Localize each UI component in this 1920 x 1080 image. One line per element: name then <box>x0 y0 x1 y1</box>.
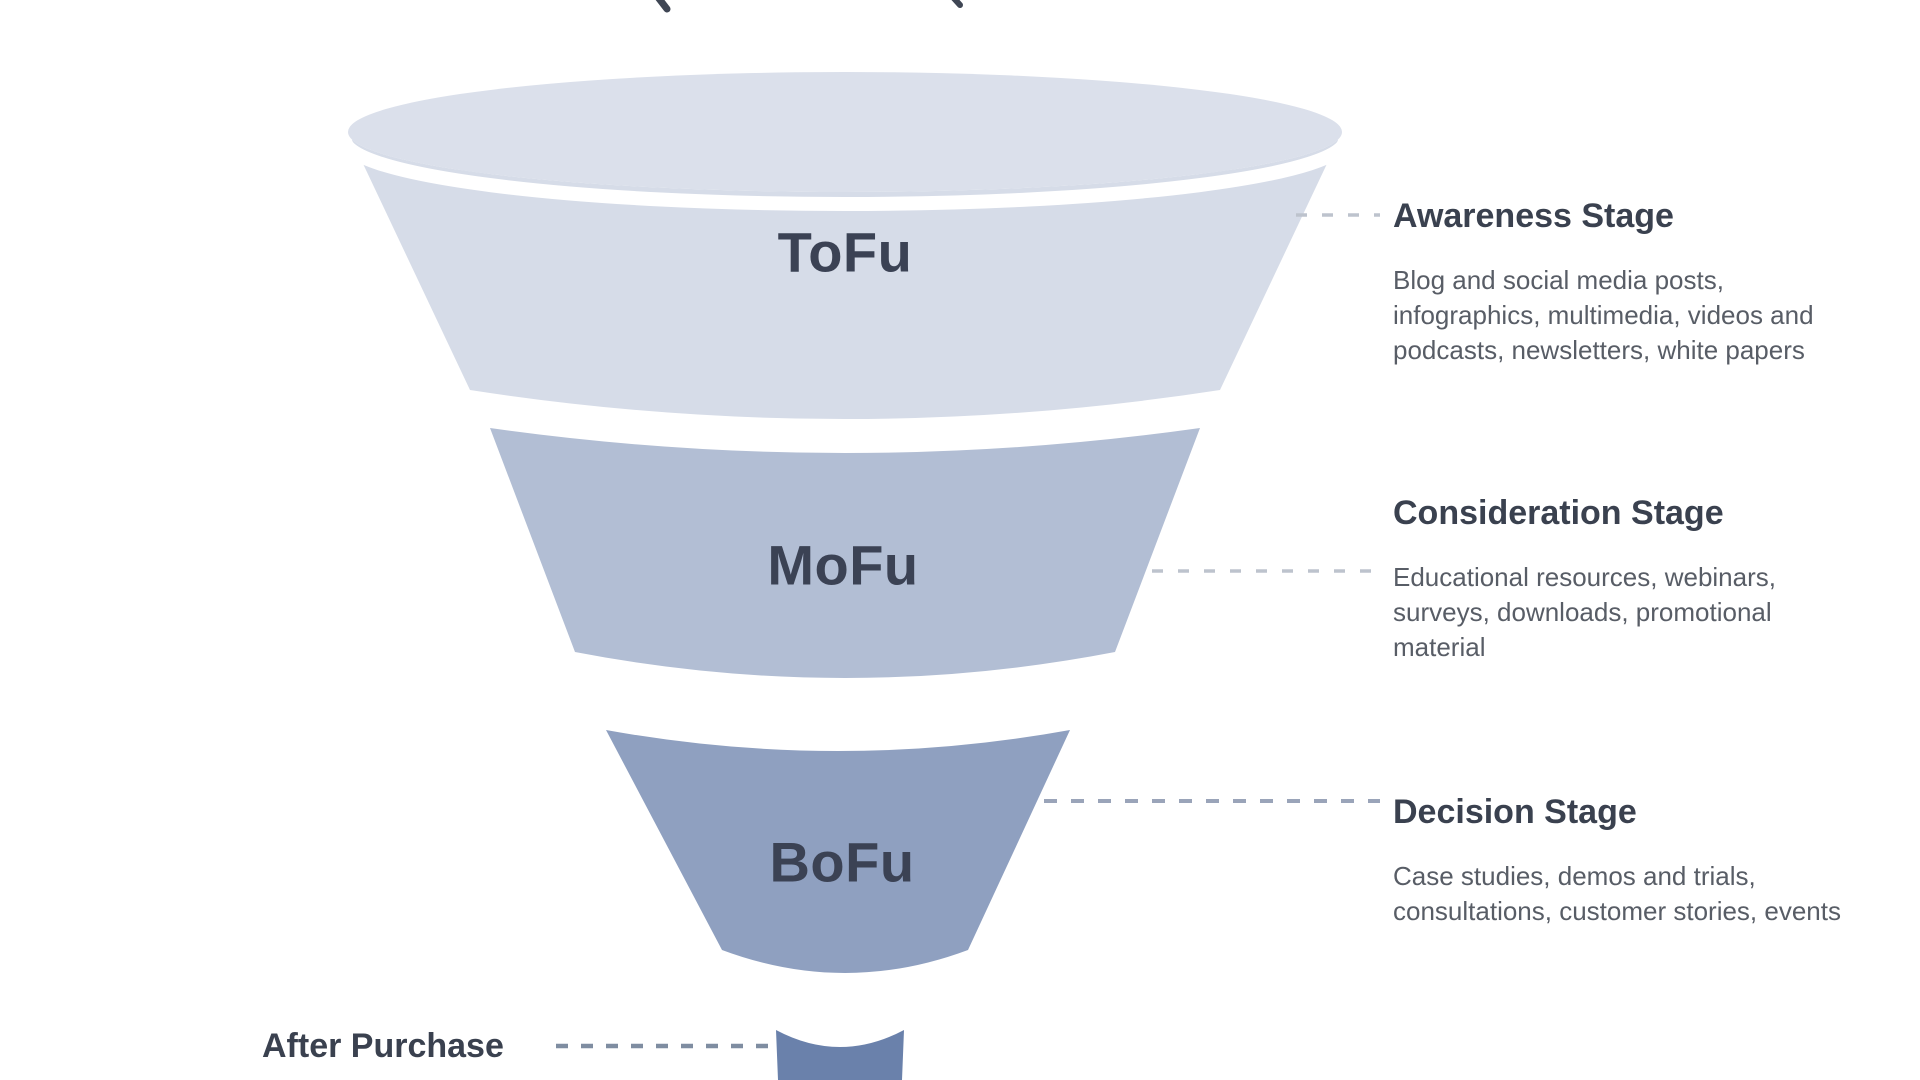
awareness-stage-heading: Awareness Stage <box>1393 197 1674 235</box>
consideration-stage-heading: Consideration Stage <box>1393 494 1724 532</box>
mofu-shape <box>490 428 1200 678</box>
tofu-body-shape <box>348 132 1342 419</box>
cropped-title-descender <box>655 0 671 13</box>
stage-label-tofu: ToFu <box>777 220 913 284</box>
cropped-title-descender <box>951 0 963 8</box>
decision-stage-description: Case studies, demos and trials, consulta… <box>1393 861 1841 926</box>
consideration-annotation: Consideration Stage Educational resource… <box>1393 494 1913 665</box>
tofu-opening-ellipse <box>348 72 1342 192</box>
stage-label-mofu: MoFu <box>767 533 919 597</box>
after-purchase-stem-shape <box>776 1030 904 1080</box>
consideration-stage-description: Educational resources, webinars, surveys… <box>1393 562 1776 662</box>
awareness-annotation: Awareness Stage Blog and social media po… <box>1393 197 1913 368</box>
decision-stage-heading: Decision Stage <box>1393 793 1637 831</box>
stage-label-bofu: BoFu <box>769 830 915 894</box>
bofu-shape <box>606 730 1070 973</box>
decision-annotation: Decision Stage Case studies, demos and t… <box>1393 793 1913 929</box>
after-purchase-label: After Purchase <box>262 1027 504 1065</box>
awareness-stage-description: Blog and social media posts, infographic… <box>1393 265 1814 365</box>
